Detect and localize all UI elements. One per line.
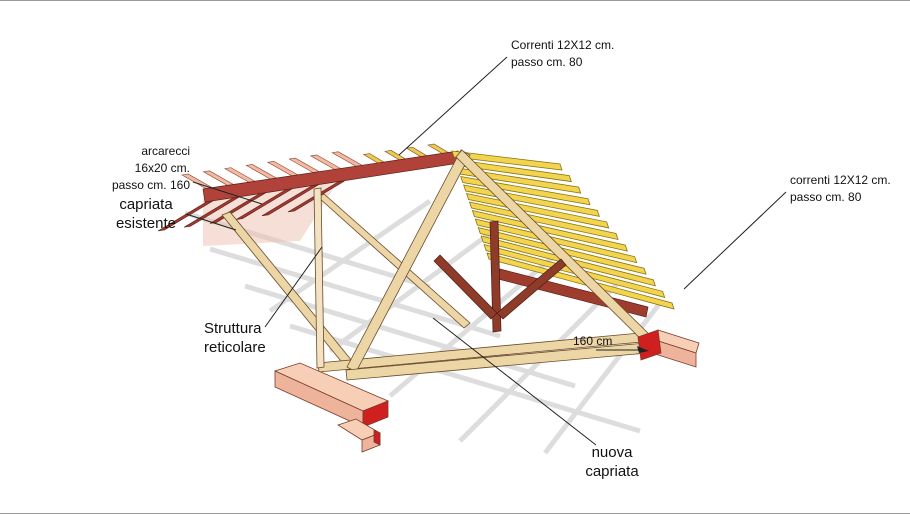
strut-left bbox=[433, 254, 498, 320]
correnti-batten bbox=[451, 150, 563, 171]
rear-truss-web bbox=[317, 193, 471, 329]
label-text: capriata bbox=[119, 196, 173, 213]
strut-right bbox=[496, 258, 567, 320]
label-dimension-160: 160 cm bbox=[573, 333, 612, 350]
label-text: nuova bbox=[591, 444, 633, 461]
shadow-line bbox=[543, 301, 662, 455]
leader-lines bbox=[185, 56, 787, 446]
left-beam2-cut-end bbox=[373, 429, 381, 446]
label-correnti-top: Correnti 12X12 cm. passo cm. 80 bbox=[511, 37, 614, 71]
front-truss bbox=[345, 149, 659, 381]
leader-arcarecci bbox=[192, 181, 263, 205]
shadow-line bbox=[268, 198, 432, 314]
label-capriata-esistente: capriata esistente bbox=[103, 195, 189, 233]
correnti-batten bbox=[471, 209, 628, 252]
leader-correnti-right bbox=[683, 191, 787, 290]
rear-truss-post bbox=[313, 187, 325, 369]
label-text: Struttura bbox=[204, 320, 262, 337]
dimension-arrow bbox=[637, 346, 649, 353]
label-nuova-capriata: nuova capriata bbox=[578, 443, 646, 481]
label-struttura-reticolare: Struttura reticolare bbox=[204, 319, 266, 357]
correnti-battens bbox=[451, 150, 675, 310]
leader-correnti-top bbox=[398, 56, 508, 156]
label-arcarecci: arcarecci 16x20 cm. passo cm. 160 bbox=[88, 143, 190, 194]
correnti-batten bbox=[486, 252, 675, 310]
label-text: correnti 12X12 cm. bbox=[790, 173, 891, 187]
base-beams bbox=[273, 329, 700, 453]
label-text: 16x20 cm. bbox=[134, 161, 190, 175]
king-post-and-struts bbox=[433, 220, 567, 333]
leader-capriata bbox=[185, 213, 237, 231]
label-text: 160 cm bbox=[573, 334, 613, 348]
label-text: esistente bbox=[115, 215, 177, 232]
label-text: passo cm. 160 bbox=[111, 178, 190, 192]
correnti-batten bbox=[468, 201, 619, 241]
salmon-rafter-strips bbox=[181, 143, 455, 193]
rear-truss bbox=[221, 187, 642, 373]
label-text: Correnti 12X12 cm. bbox=[511, 38, 615, 52]
label-text: passo cm. 80 bbox=[790, 190, 862, 204]
shadow-line bbox=[289, 323, 641, 434]
shadow-line bbox=[209, 246, 501, 339]
label-text: passo cm. 80 bbox=[511, 55, 583, 69]
correnti-batten bbox=[474, 218, 638, 264]
label-correnti-right: correnti 12X12 cm. passo cm. 80 bbox=[790, 172, 891, 206]
label-text: capriata bbox=[585, 463, 639, 480]
label-text: reticolare bbox=[204, 339, 266, 356]
label-text: arcarecci bbox=[141, 144, 190, 158]
leader-nuova bbox=[432, 317, 597, 446]
leader-struttura bbox=[264, 246, 323, 328]
shadow-line bbox=[328, 223, 502, 354]
king-post bbox=[489, 220, 502, 333]
